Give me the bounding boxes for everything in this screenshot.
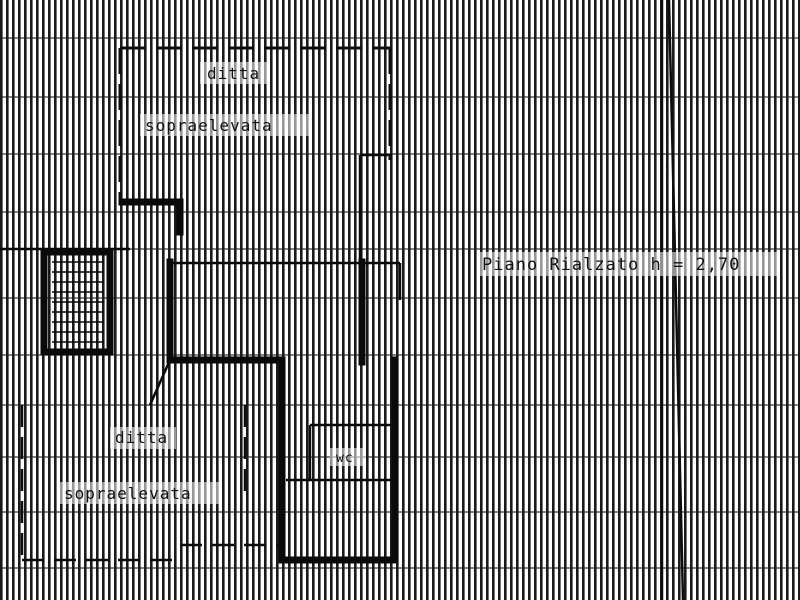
label-backdrops xyxy=(60,62,778,504)
label-wc: wc xyxy=(336,451,354,466)
partitions xyxy=(0,153,402,482)
label-ditta-bottom: ditta xyxy=(115,428,168,447)
horizontal-grid-lines xyxy=(0,37,800,569)
label-sopraelevata-bottom: sopraelevata xyxy=(64,484,192,503)
label-sopraelevata-top: sopraelevata xyxy=(145,116,273,135)
right-vertical-lines xyxy=(660,0,685,600)
floor-title: Piano Rialzato h = 2,70 xyxy=(482,255,740,275)
stair-treads xyxy=(52,261,104,343)
label-ditta-top: ditta xyxy=(207,64,260,83)
dashed-outline-top xyxy=(118,46,392,200)
dashed-outline-bottom xyxy=(20,405,285,562)
walls xyxy=(40,198,399,564)
